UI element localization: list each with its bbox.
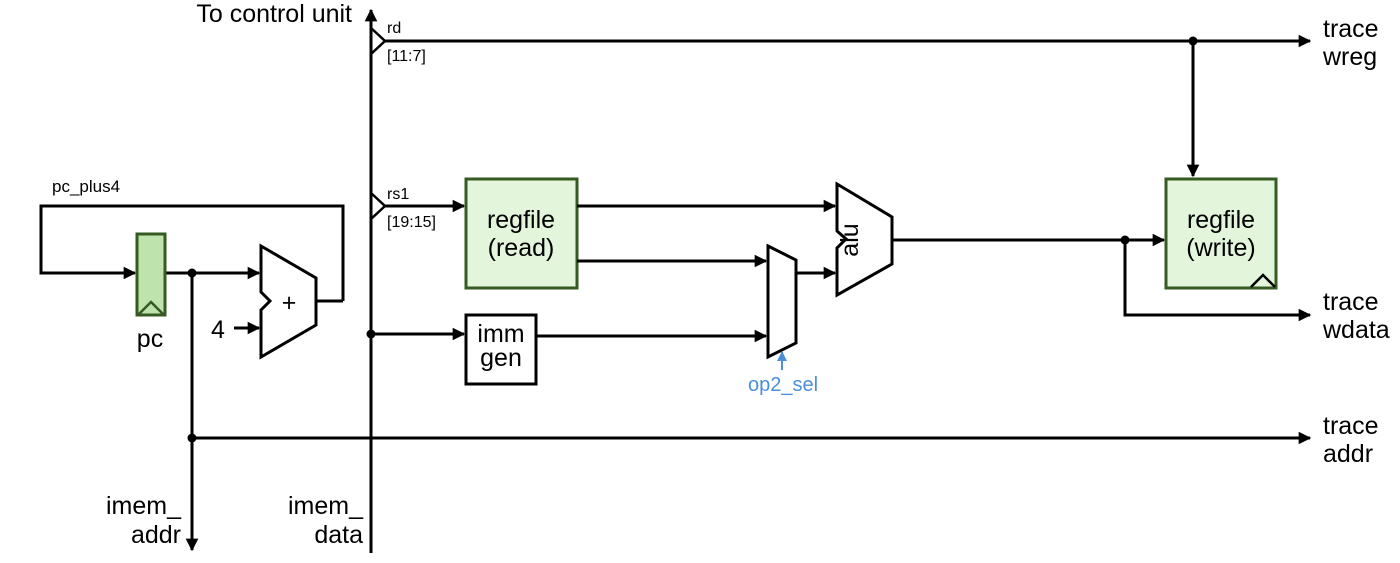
rs1-bits-label: [19:15] [387, 214, 436, 231]
regfile-clock-icon [1250, 273, 1276, 288]
trace-addr-label-1: trace [1323, 412, 1379, 440]
regfile-write-label-2: (write) [1186, 234, 1255, 262]
alu-label: alu [836, 223, 864, 256]
regfile-write-block [1164, 177, 1278, 290]
adder-block [259, 243, 318, 360]
trace-wdata-label-2: wdata [1322, 316, 1390, 344]
imm-gen-label-1: imm [477, 320, 524, 348]
trace-wreg-label-2: wreg [1322, 43, 1377, 71]
op2-mux [766, 243, 798, 360]
pc-clock-icon [138, 300, 164, 315]
regfile-read-block [464, 177, 579, 290]
imem-addr-label-2: addr [131, 521, 181, 549]
regfile-read-label-2: (read) [488, 234, 555, 262]
regfile-write-label-1: regfile [1187, 206, 1255, 234]
rs1-splitter-icon [370, 192, 387, 220]
imem-data-label-1: imem_ [288, 492, 364, 520]
adder-op-label: + [282, 289, 297, 317]
rs1-label: rs1 [387, 186, 409, 203]
trace-addr-label-2: addr [1323, 440, 1373, 468]
rd-splitter-icon [370, 27, 387, 55]
pc-label: pc [137, 325, 163, 353]
op2-sel-label: op2_sel [748, 374, 818, 396]
trace-wreg-label-1: trace [1323, 15, 1379, 43]
imm-gen-block [464, 313, 538, 386]
rd-label: rd [387, 20, 401, 37]
trace-wdata-label-1: trace [1323, 288, 1379, 316]
imem-addr-label-1: imem_ [106, 492, 182, 520]
control-unit-label: To control unit [196, 0, 352, 28]
regfile-read-label-1: regfile [487, 206, 555, 234]
imem-data-label-2: data [314, 521, 363, 549]
pc-plus4-feedback-wire [39, 204, 345, 301]
alu-block [835, 181, 894, 298]
rd-bits-label: [11:7] [387, 48, 426, 65]
pc-plus4-label: pc_plus4 [52, 177, 120, 196]
imm-gen-label-2: gen [480, 344, 522, 372]
trace-wdata-wire [1123, 240, 1312, 322]
const-four-label: 4 [211, 316, 225, 344]
